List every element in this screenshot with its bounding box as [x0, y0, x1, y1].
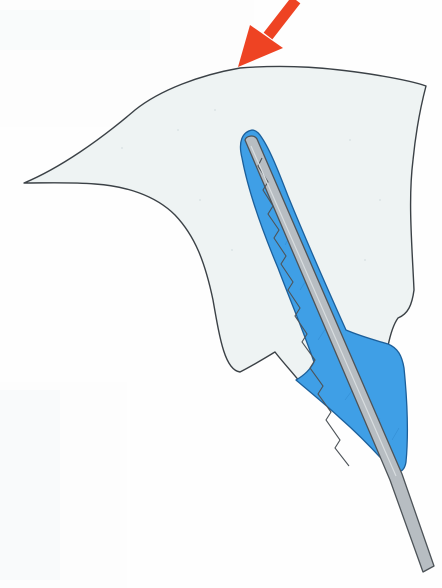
- dental-cross-section-diagram: [0, 0, 442, 588]
- illustration-canvas: [0, 0, 442, 588]
